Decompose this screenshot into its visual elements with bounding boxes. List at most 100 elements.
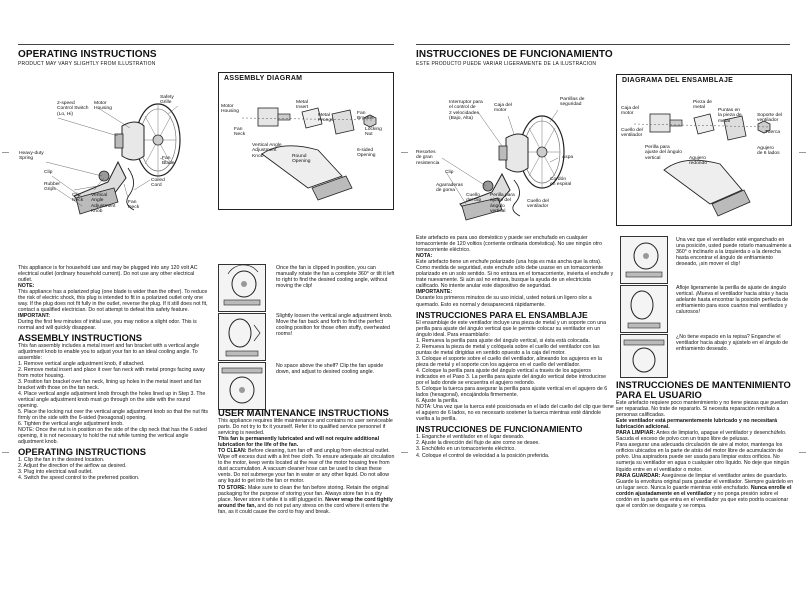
guardar-text: Asegúrese de limpiar el ventilador antes… [616, 472, 794, 491]
label-seis-lados: Agujero de 6 lados [757, 146, 780, 157]
assembly-note-es: NOTA: Una vez que la tuerca esté posicio… [416, 404, 614, 423]
assembly-step-es: 5. Coloque la tuerca para asegurar la pe… [416, 386, 608, 399]
assembly-heading-es: INSTRUCCIONES PARA EL ENSAMBLAJE [416, 309, 588, 320]
intro-paragraph-es: Este artefacto es para uso doméstico y p… [416, 235, 602, 254]
label-clip-es: Clip [445, 170, 454, 175]
limpiar-text: Antes de limpiarlo, apague el ventilador… [616, 430, 790, 473]
label-metal-prongs: Metal Prongs [318, 113, 334, 124]
label-resortes: Resortes de gran resistencia [416, 150, 440, 166]
label-locking-nut: Locking Nut [365, 127, 382, 138]
label-clip-neck: Clip Neck [72, 193, 84, 204]
note-paragraph-es: Este artefacto tiene un enchufe polariza… [416, 259, 614, 290]
label-puntas: Puntas en la pieza de metal [718, 108, 742, 124]
label-fan-neck-2: Fan Neck [234, 127, 246, 138]
assembly-diagram-box: ASSEMBLY DIAGRAM [218, 72, 394, 210]
diagrama-box: DIAGRAMA DEL ENSAMBLAJE [616, 74, 792, 226]
label-agarraderas: Agarraderas de goma [436, 183, 463, 194]
assembly-note: NOTE: Once the nut is in position on the… [18, 427, 207, 446]
label-agujero-redondo: Agujero redondo [689, 156, 707, 167]
store-tail: and do not put any stress on the cord wh… [218, 502, 389, 515]
assembly-step-es: 4. Coloque la perilla para ajuste del án… [416, 367, 606, 387]
operating-heading-es: INSTRUCCIONES DE FUNCIONAMIENTO [416, 424, 583, 435]
guardar-tail: y no ponga presión sobre el cordón en la… [616, 490, 789, 509]
note-heading: NOTE: [18, 283, 35, 290]
tip-repisa-text: ¿No tiene espacio en la repisa? Enganche… [676, 334, 789, 353]
label-perilla-2: Perilla para ajuste del ángulo vertical [645, 145, 682, 161]
clip-fan-illustration [45, 103, 181, 215]
assembly-step: 2. Remove metal insert and place it over… [18, 366, 206, 379]
important-heading: IMPORTANT: [18, 313, 50, 320]
crop-mark [401, 152, 408, 153]
tip-rotar-text: Una vez que el ventilador esté enganchad… [676, 237, 792, 268]
tip-tilt-thumbnail [218, 313, 266, 361]
label-interruptor: Interruptor para el control de 2 velocid… [449, 100, 483, 122]
assembly-diagram-title: ASSEMBLY DIAGRAM [224, 75, 303, 82]
left-title: OPERATING INSTRUCTIONS [18, 49, 157, 60]
maintenance-lubrication: This fan is permanently lubricated and w… [218, 436, 380, 449]
note-heading-es: NOTA: [416, 253, 433, 260]
crop-mark [401, 452, 408, 453]
tip-inclinar-thumbnail [620, 285, 668, 333]
label-speed-switch: 2-speed Control Switch (Lo, Hi) [57, 101, 89, 117]
important-paragraph-es: Durante los primeros minutos de su uso i… [416, 295, 592, 308]
crop-mark [799, 452, 806, 453]
store-label: TO STORE: [218, 484, 247, 491]
label-heavy-spring: Heavy-duty Spring [19, 151, 44, 162]
note-paragraph: This appliance has a polarized plug (one… [18, 289, 208, 314]
maintenance-section: USER MAINTENANCE INSTRUCTIONS This appli… [218, 408, 396, 515]
label-fan-blade: Fan Blade [162, 156, 175, 167]
operating-heading: OPERATING INSTRUCTIONS [18, 446, 146, 458]
tip-inclinar-text: Afloje ligeramente la perilla de ajuste … [676, 285, 789, 316]
store-warning: Never wrap the cord tightly around the f… [218, 496, 393, 509]
label-motor-housing-2: Motor Housing [221, 104, 239, 115]
assembly-steps-es: 1. Remueva la perilla para ajuste del án… [416, 338, 614, 405]
clean-label: TO CLEAN: [218, 448, 247, 455]
mantenimiento-intro: Este artefacto requiere poco mantenimien… [616, 400, 788, 419]
tip-rotar-thumbnail [620, 236, 668, 284]
store-text: Make sure to clean the fan before storin… [218, 484, 389, 503]
label-vertical-knob: Vertical Angle Adjustment Knob [91, 193, 116, 215]
tip-repisa-thumbnail [620, 334, 668, 378]
important-paragraph: During the first few minutes of initial … [18, 319, 197, 332]
left-subtitle: PRODUCT MAY VARY SLIGHTLY FROM ILLUSTRAT… [18, 61, 156, 67]
assembly-step-es: 1. Remueva la perilla para ajuste del án… [416, 337, 590, 344]
assembly-step-es: 3. Coloque el soporte sobre el cuello de… [416, 355, 602, 368]
diagrama-title: DIAGRAMA DEL ENSAMBLAJE [622, 77, 734, 84]
clean-text: Before cleaning, turn fan off and unplug… [218, 448, 395, 485]
label-cuello-clip: Cuello del clip [466, 193, 482, 204]
tip-rotate-text: Once the fan is clipped in position, you… [276, 265, 395, 290]
label-caja-motor: Caja del motor [494, 103, 512, 114]
operating-steps: 1. Clip the fan in the desired location.… [18, 457, 210, 481]
soporte-exploded-illustration [633, 113, 771, 217]
operating-step: 4. Switch the speed control to the prefe… [18, 475, 140, 482]
assembly-step: 1. Remove vertical angle adjustment knob… [18, 360, 145, 367]
assembly-steps: 1. Remove vertical angle adjustment knob… [18, 361, 210, 428]
label-parrillas: Parrillas de seguridad [560, 97, 585, 108]
label-aspa: Aspa [562, 155, 574, 160]
tip-rotate-thumbnail [218, 264, 266, 312]
label-coiled-cord: Coiled Cord [151, 178, 165, 189]
assembly-step: 5. Place the locking nut over the vertic… [18, 409, 208, 422]
guardar-label: PARA GUARDAR: [616, 472, 661, 479]
intro-paragraph: This appliance is for household use and … [18, 265, 198, 284]
assembly-step-es: 6. Ajuste la perilla. [416, 398, 459, 405]
label-cuello-ventilador: Cuello del ventilador [527, 199, 549, 210]
operating-step: 2. Adjust the direction of the airflow a… [18, 463, 127, 470]
assembly-heading: ASSEMBLY INSTRUCTIONS [18, 331, 142, 343]
operating-step: 1. Clip the fan in the desired location. [18, 457, 105, 464]
label-fan-bracket: Fan Bracket [357, 111, 374, 122]
tip-tilt-text: Slightly loosen the vertical angle adjus… [276, 313, 393, 338]
right-top-rule [416, 44, 790, 45]
maintenance-heading: USER MAINTENANCE INSTRUCTIONS [218, 407, 389, 418]
label-clip: Clip [44, 170, 53, 175]
label-vertical-knob-2: Vertical Angle Adjustment Knob [252, 143, 282, 159]
important-heading-es: IMPORTANTE: [416, 289, 453, 296]
assembly-step-es: 2. Remueva la pieza de metal y colóquela… [416, 343, 600, 356]
right-title: INSTRUCCIONES DE FUNCIONAMIENTO [416, 49, 613, 60]
crop-mark [2, 152, 9, 153]
label-rubber-grips: Rubber Grips [44, 182, 61, 193]
right-subtitle: ESTE PRODUCTO PUEDE VARIAR LIGERAMENTE D… [416, 61, 597, 67]
right-text-column: Este artefacto es para uso doméstico y p… [416, 235, 614, 459]
label-six-sided-opening: 6-sided Opening [357, 148, 376, 159]
maintenance-intro: This appliance requires little maintenan… [218, 418, 393, 437]
